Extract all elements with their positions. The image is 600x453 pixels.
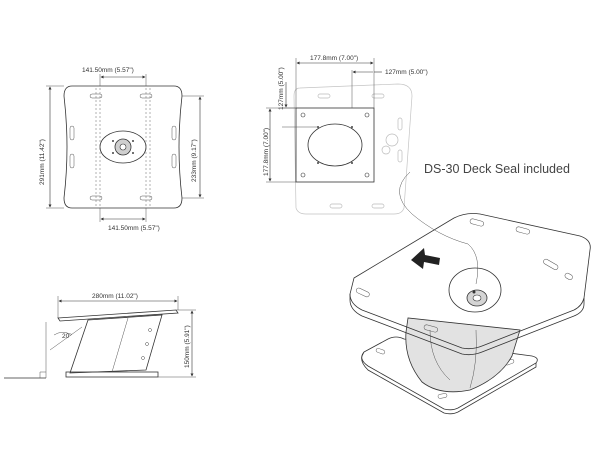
top-view-center-plate	[99, 130, 147, 164]
side-view-dim-height: 150mm (5.91")	[184, 325, 191, 368]
top-view-dim-bottom: 141.50mm (5.57")	[108, 225, 160, 232]
iso-direction-arrow	[411, 248, 440, 269]
iso-top-plate	[349, 213, 591, 350]
top-view-dim-right: 233mm (9.17")	[191, 139, 198, 182]
side-view-top-plate	[57, 309, 179, 322]
top-view-plate-outline	[63, 85, 183, 209]
side-view-angle: 20°	[62, 332, 72, 340]
callout-label: DS-30 Deck Seal included	[424, 162, 570, 176]
callout-leader	[399, 171, 478, 285]
top-view-dim-top: 141.50mm (5.57")	[82, 67, 134, 74]
base-view-dim-offset: 127mm (5.00")	[385, 69, 428, 76]
base-view-dim-left-small: 127mm (5.00")	[278, 67, 285, 110]
iso-pedestal	[405, 317, 521, 393]
side-view-dim-width: 280mm (11.02")	[92, 293, 138, 300]
base-view-ghost-plate	[293, 83, 413, 215]
top-view-dim-left: 291mm (11.42")	[39, 139, 46, 185]
side-view: 280mm (11.02") 20° 150mm (5.91")	[4, 293, 196, 379]
iso-center-hole	[448, 267, 502, 313]
top-view: 141.50mm (5.57") 141.50mm (5.57") 291mm …	[39, 67, 204, 232]
base-view-center	[307, 123, 363, 167]
side-view-pedestal	[69, 314, 163, 374]
base-view-dim-left-large: 177.8mm (7.00")	[263, 128, 270, 176]
base-view: 177.8mm (7.00") 127mm (5.00") 127mm (5.0…	[263, 55, 428, 215]
iso-view: DS-30 Deck Seal included	[349, 162, 591, 415]
base-view-dim-top: 177.8mm (7.00")	[310, 55, 358, 62]
side-view-base-plate	[65, 371, 159, 378]
base-view-plate	[295, 107, 375, 183]
